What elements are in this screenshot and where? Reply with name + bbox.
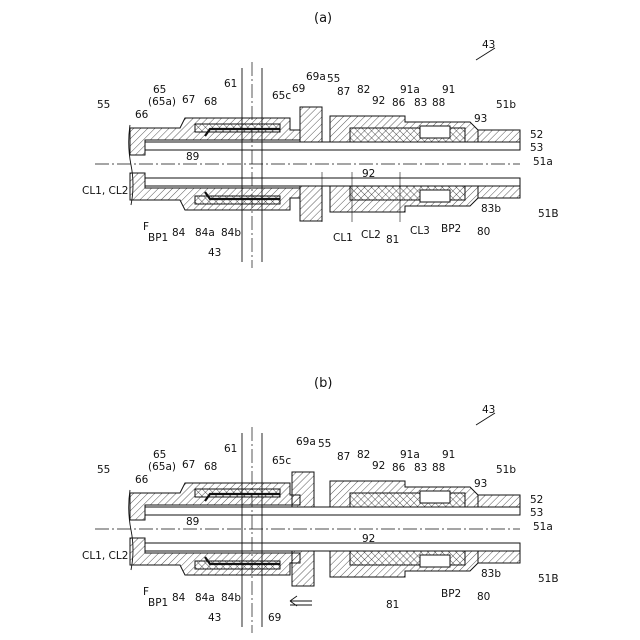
label: 66 — [135, 474, 149, 486]
flange-69-bottom — [300, 186, 322, 221]
seal-88-bottom — [420, 555, 450, 567]
label: 68 — [204, 461, 217, 473]
tube-53 — [145, 142, 520, 150]
label: CL2 — [361, 229, 381, 241]
label: 65c — [272, 455, 291, 467]
label: 82 — [357, 84, 370, 96]
label: 66 — [135, 109, 149, 121]
label: 84b — [221, 227, 241, 239]
label: 68 — [204, 96, 217, 108]
label: CL1, CL2 — [82, 185, 128, 197]
figure-b: (b) 43 55 65 (65a) 61 69a 55 87 8 — [82, 376, 559, 633]
label: 84b — [221, 592, 241, 604]
label: 91a — [400, 84, 420, 96]
label: 53 — [530, 142, 543, 154]
label: 43 — [208, 612, 221, 624]
label: 81 — [386, 234, 399, 246]
label: 91 — [442, 449, 455, 461]
label: 89 — [186, 516, 199, 528]
label: 51a — [533, 156, 553, 168]
label: 51B — [538, 573, 559, 585]
flange-69-bottom — [292, 551, 314, 586]
flange-69-top — [292, 472, 314, 507]
label: 83 — [414, 97, 427, 109]
tube-53-bottom — [145, 543, 520, 551]
push-arrow — [290, 596, 312, 606]
figure-caption: (a) — [314, 11, 332, 26]
label: 67 — [182, 459, 195, 471]
label: 92 — [362, 533, 375, 545]
figure-caption: (b) — [314, 376, 332, 391]
label: 69a — [306, 71, 326, 83]
label: 61 — [224, 78, 237, 90]
label: 84 — [172, 227, 186, 239]
label: 55 — [318, 438, 331, 450]
pipe-52-bottom — [478, 551, 520, 563]
flange-69-top — [300, 107, 322, 142]
label: 51B — [538, 208, 559, 220]
label: 82 — [357, 449, 370, 461]
label: 69 — [268, 612, 281, 624]
label: 80 — [477, 591, 490, 603]
label: 92 — [372, 95, 385, 107]
label: 65c — [272, 90, 291, 102]
label: 51a — [533, 521, 553, 533]
pipe-52-top — [478, 130, 520, 142]
label: 89 — [186, 151, 199, 163]
label: 87 — [337, 451, 350, 463]
tube-53-bottom — [145, 178, 520, 186]
label: 80 — [477, 226, 490, 238]
label: 83b — [481, 568, 501, 580]
label: BP1 — [148, 232, 168, 244]
label: 53 — [530, 507, 543, 519]
label: 87 — [337, 86, 350, 98]
label: 65 — [153, 84, 166, 96]
label: 52 — [530, 129, 543, 141]
label: 61 — [224, 443, 237, 455]
label: 86 — [392, 462, 406, 474]
label: BP2 — [441, 223, 461, 235]
label: 67 — [182, 94, 195, 106]
label: 88 — [432, 97, 445, 109]
label: 55 — [327, 73, 340, 85]
label: (65a) — [148, 96, 176, 108]
label: 91a — [400, 449, 420, 461]
label: 91 — [442, 84, 455, 96]
label: 92 — [372, 460, 385, 472]
label: BP1 — [148, 597, 168, 609]
label: 81 — [386, 599, 399, 611]
label: 55 — [97, 464, 110, 476]
figure-a: (a) 43 55 6 — [82, 11, 559, 268]
pipe-52-bottom — [478, 186, 520, 198]
label: 88 — [432, 462, 445, 474]
label: 83b — [481, 203, 501, 215]
label: 84a — [195, 227, 215, 239]
label: 93 — [474, 478, 487, 490]
label: 83 — [414, 462, 427, 474]
seal-88-top — [420, 126, 450, 138]
label: 84 — [172, 592, 186, 604]
label: 55 — [97, 99, 110, 111]
pipe-52-top — [478, 495, 520, 507]
label: (65a) — [148, 461, 176, 473]
label: 92 — [362, 168, 375, 180]
label: 65 — [153, 449, 166, 461]
label: CL1 — [333, 232, 353, 244]
label: 51b — [496, 464, 516, 476]
label: 69 — [292, 83, 305, 95]
label: CL1, CL2 — [82, 550, 128, 562]
label: 84a — [195, 592, 215, 604]
tube-53 — [145, 507, 520, 515]
seal-88-bottom — [420, 190, 450, 202]
label: 86 — [392, 97, 406, 109]
label: CL3 — [410, 225, 430, 237]
label: 52 — [530, 494, 543, 506]
label: 51b — [496, 99, 516, 111]
seal-88-top — [420, 491, 450, 503]
label: 69a — [296, 436, 316, 448]
label: 93 — [474, 113, 487, 125]
label: BP2 — [441, 588, 461, 600]
label: 43 — [208, 247, 221, 259]
